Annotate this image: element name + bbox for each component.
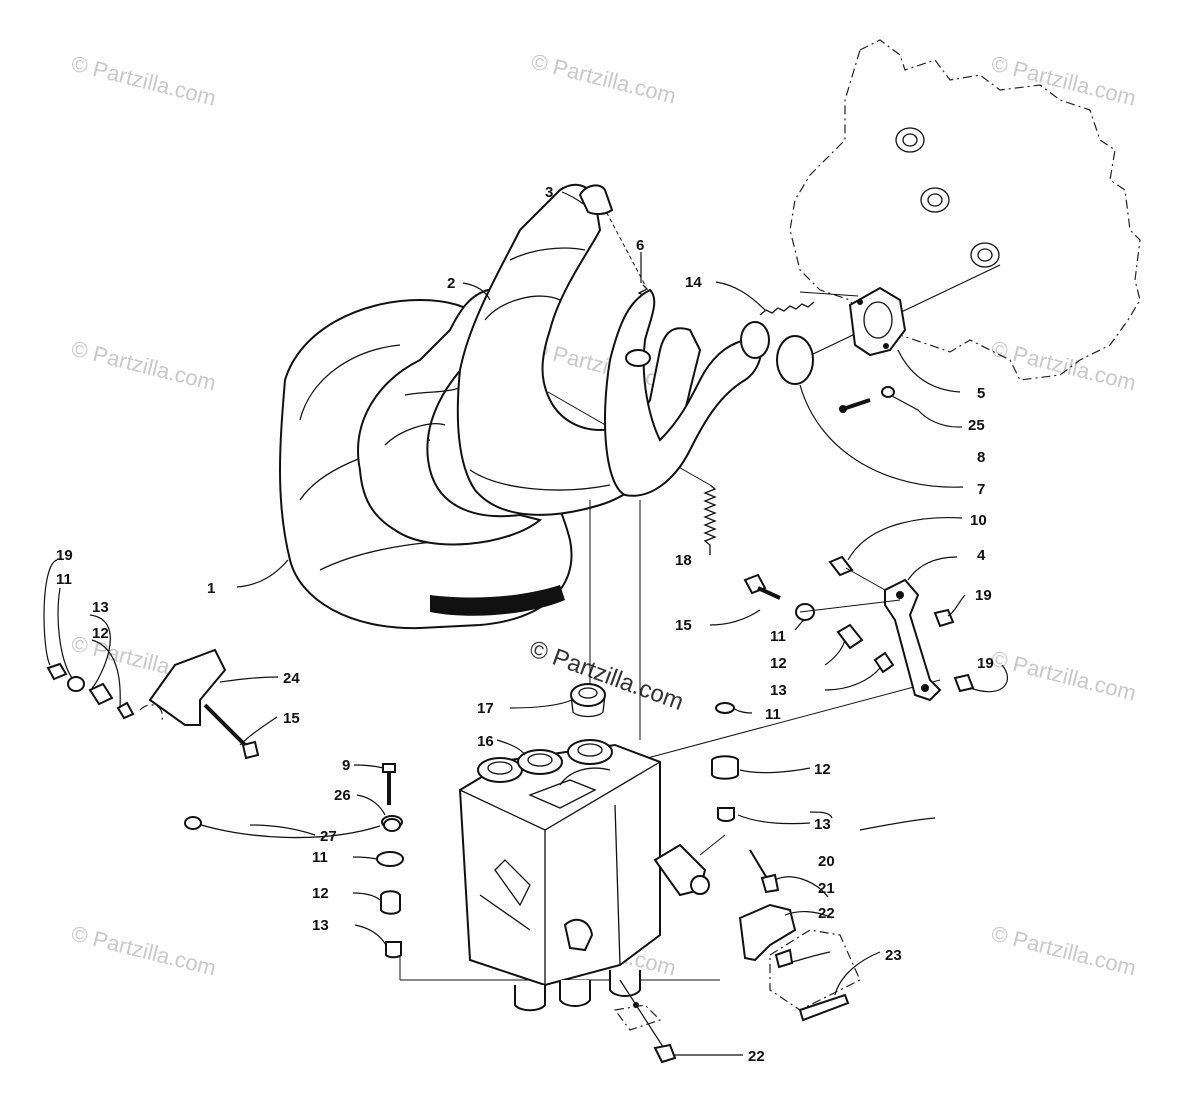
callout-label: 13 — [770, 682, 787, 699]
callout-layer: 1 2 3 4 5 6 7 8 9 10 11 11 11 11 12 12 1… — [56, 184, 994, 1065]
callout-label: 5 — [977, 385, 985, 402]
expansion-chamber-assembly — [279, 183, 770, 630]
callout-label: 14 — [685, 274, 702, 291]
callout-label: 17 — [477, 700, 494, 717]
guide-line — [699, 834, 726, 856]
callout-label: 18 — [675, 552, 692, 569]
callout-label: 13 — [92, 599, 109, 616]
guide-line — [639, 679, 941, 761]
callout-label: 23 — [885, 947, 902, 964]
muffler-box — [458, 739, 710, 1012]
watermark: © Partzilla.com — [69, 51, 219, 111]
callout-label: 11 — [312, 849, 328, 866]
watermark: © Partzilla.com — [989, 921, 1139, 981]
callout-label: 15 — [283, 710, 300, 727]
exhaust-flange — [848, 286, 907, 357]
callout-label: 21 — [818, 880, 835, 897]
callout-label: 12 — [312, 885, 329, 902]
callout-label: 15 — [675, 617, 692, 634]
callout-label: 13 — [814, 816, 831, 833]
callout-label: 6 — [636, 237, 644, 254]
grommet-17 — [570, 683, 606, 718]
callout-label: 11 — [765, 706, 781, 723]
mount-arm-4 — [743, 555, 975, 702]
callout-label: 19 — [977, 655, 994, 672]
center-watermark: © Partzilla.com — [526, 635, 687, 716]
callout-label: 20 — [818, 853, 835, 870]
clip-22-lower — [619, 979, 677, 1064]
callout-label: 16 — [477, 733, 494, 750]
callout-label: 22 — [818, 905, 835, 922]
callout-label: 25 — [968, 417, 985, 434]
spring-14 — [759, 291, 859, 316]
leader-lines — [43, 191, 1008, 1056]
callout-label: 7 — [977, 481, 985, 498]
exhaust-gasket — [776, 335, 814, 385]
callout-label: 13 — [312, 917, 329, 934]
callout-label: 12 — [92, 625, 109, 642]
callout-label: 8 — [977, 449, 985, 466]
callout-label: 24 — [283, 670, 300, 687]
callout-label: 11 — [56, 571, 72, 588]
callout-label: 19 — [975, 587, 992, 604]
watermark: © Partzilla.com — [989, 646, 1139, 706]
callout-label: 19 — [56, 547, 73, 564]
callout-label: 10 — [970, 512, 987, 529]
callout-label: 3 — [545, 184, 553, 201]
callout-label: 1 — [207, 580, 215, 597]
watermark: © Partzilla.com — [989, 51, 1139, 111]
callout-label: 12 — [814, 761, 831, 778]
watermark: © Partzilla.com — [69, 336, 219, 396]
callout-label: 27 — [320, 828, 337, 845]
engine-outline — [789, 39, 1141, 381]
left-mount-stack — [184, 763, 404, 959]
watermark: © Partzilla.com — [529, 49, 679, 109]
callout-label: 26 — [334, 787, 351, 804]
callout-label: 2 — [447, 275, 455, 292]
bracket-21 — [738, 849, 850, 1022]
callout-label: 11 — [770, 628, 786, 645]
callout-label: 4 — [977, 547, 986, 564]
callout-label: 22 — [748, 1048, 765, 1065]
watermark: © Partzilla.com — [989, 336, 1139, 396]
watermark: © Partzilla.com — [69, 921, 219, 981]
flange-bolt — [839, 386, 895, 413]
callout-label: 12 — [770, 655, 787, 672]
center-mount-stack — [711, 702, 739, 822]
callout-label: 9 — [342, 757, 350, 774]
